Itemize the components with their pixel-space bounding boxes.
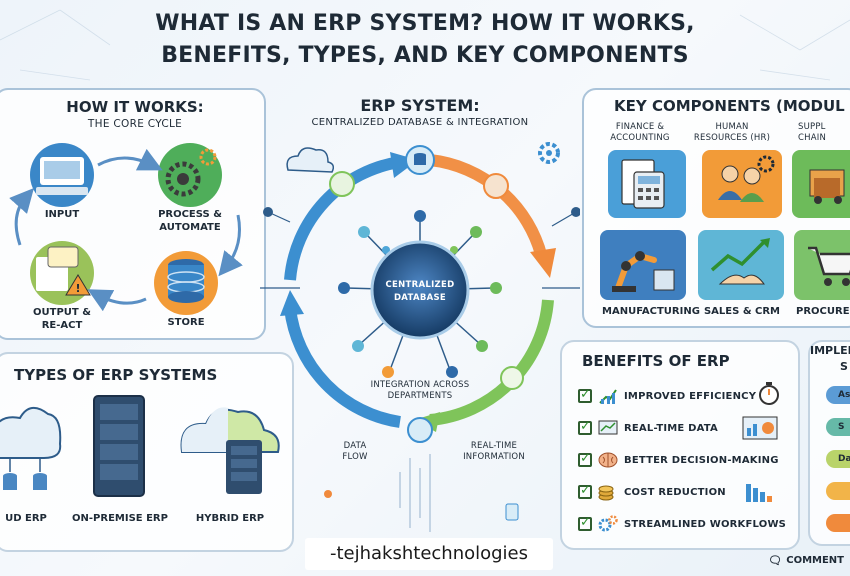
how-it-works-title: HOW IT WORKS:	[66, 98, 204, 116]
module-supply-chain-label: SUPPL CHAIN	[798, 122, 827, 143]
module-hr-label: HUMAN RESOURCES (HR)	[693, 122, 771, 143]
checkbox-icon	[578, 419, 592, 435]
calculator-icon	[621, 159, 665, 209]
database-node-icon	[406, 146, 434, 174]
type-cloud-label: UD ERP	[5, 513, 47, 524]
gears-icon	[166, 157, 214, 191]
panel-connectors	[260, 207, 580, 289]
benefit-row: COST REDUCTION	[578, 482, 726, 502]
how-it-works-subtitle: THE CORE CYCLE	[87, 118, 183, 130]
checkbox-icon	[578, 515, 592, 531]
benefit-row: IMPROVED EFFICIENCY	[578, 386, 756, 406]
cycle-step-store: STORE	[167, 317, 205, 328]
cart-icon	[808, 246, 850, 286]
module-procurement-label: PROCURE	[796, 306, 850, 317]
stopwatch-icon	[759, 382, 779, 405]
cycle-step-process: PROCESS & AUTOMATE	[158, 209, 222, 233]
benefit-label: IMPROVED EFFICIENCY	[624, 390, 757, 402]
server-rack-icon	[94, 396, 144, 496]
report-alert-icon	[36, 250, 92, 296]
page-title-line2: BENEFITS, TYPES, AND KEY COMPONENTS	[161, 43, 689, 68]
benefits-title: BENEFITS OF ERP	[582, 352, 730, 370]
people-gears-icon	[718, 155, 775, 202]
benefit-row: STREAMLINED WORKFLOWS	[578, 514, 786, 534]
erp-system-subtitle: CENTRALIZED DATABASE & INTEGRATION	[311, 117, 529, 128]
data-stream-decoration	[324, 454, 519, 532]
module-procurement-tile[interactable]	[794, 230, 850, 300]
benefit-row: REAL-TIME DATA	[578, 418, 718, 438]
checkbox-icon	[578, 483, 592, 499]
implementation-title-line2: S	[840, 360, 848, 373]
dashboard-icon	[742, 416, 778, 440]
types-title: TYPES OF ERP SYSTEMS	[14, 366, 218, 384]
truck-icon	[809, 169, 845, 204]
brain-icon	[598, 451, 618, 469]
benefit-label: COST REDUCTION	[624, 486, 726, 498]
module-finance-tile[interactable]	[608, 150, 686, 218]
handshake-icon	[710, 238, 770, 285]
gears-icon	[598, 515, 618, 533]
module-sales-crm-tile[interactable]	[698, 230, 784, 300]
benefit-label: REAL-TIME DATA	[624, 422, 718, 434]
cycle-step-output: OUTPUT & RE-ACT	[33, 307, 91, 331]
implementation-step-1: As	[826, 386, 850, 404]
benefit-label: BETTER DECISION-MAKING	[624, 454, 779, 466]
checkbox-icon	[578, 387, 592, 403]
implementation-step-4	[826, 482, 850, 500]
svg-text:!: !	[75, 282, 80, 295]
growth-chart-icon	[598, 387, 618, 405]
speech-bubble-icon: 🗨	[768, 554, 783, 567]
database-icon	[164, 262, 212, 302]
coins-icon	[598, 483, 618, 501]
module-sales-crm-label: SALES & CRM	[703, 306, 781, 317]
cloud-sync-icon	[286, 147, 335, 173]
implementation-step-2: S	[826, 418, 850, 436]
module-hr-tile[interactable]	[702, 150, 782, 218]
comment-label: COMMENT	[786, 555, 844, 566]
monitor-chart-icon	[598, 419, 618, 437]
core-cycle-diagram: !	[9, 143, 243, 315]
comment-button[interactable]: 🗨 COMMENT	[768, 554, 844, 567]
data-flow-label: DATA FLOW	[342, 441, 368, 462]
credit-watermark: -tejhakshtechnologies	[305, 538, 553, 570]
page-title-line1: WHAT IS AN ERP SYSTEM? HOW IT WORKS,	[155, 11, 695, 36]
erp-types-illustration	[0, 395, 280, 497]
module-manufacturing-label: MANUFACTURING	[602, 306, 700, 317]
integration-label: INTEGRATION ACROSS DEPARTMENTS	[370, 380, 470, 401]
cycle-step-input: INPUT	[44, 209, 80, 220]
checkbox-icon	[578, 451, 592, 467]
type-on-premise-label: ON-PREMISE ERP	[72, 513, 168, 524]
cloud-database-icon	[0, 402, 60, 492]
erp-system-title: ERP SYSTEM:	[360, 96, 480, 115]
type-hybrid-label: HYBRID ERP	[195, 513, 265, 524]
key-components-title: KEY COMPONENTS (MODUL	[614, 97, 845, 115]
module-manufacturing-tile[interactable]	[600, 230, 686, 300]
implementation-step-3: Dat	[826, 450, 850, 468]
hub-label: CENTRALIZED DATABASE	[385, 280, 455, 303]
benefit-label: STREAMLINED WORKFLOWS	[624, 518, 787, 530]
implementation-panel	[808, 340, 850, 546]
real-time-label: REAL-TIME INFORMATION	[463, 441, 525, 462]
erp-integration-diagram	[280, 145, 556, 443]
module-supply-chain-tile[interactable]	[792, 150, 850, 218]
declining-bars-icon	[746, 484, 772, 502]
keyboard-monitor-icon	[38, 157, 86, 191]
module-finance-label: FINANCE & ACCOUNTING	[610, 122, 670, 143]
implementation-step-5	[826, 514, 850, 532]
implementation-title-line1: IMPLEM	[810, 344, 850, 357]
benefits-panel	[560, 340, 800, 550]
benefit-row: BETTER DECISION-MAKING	[578, 450, 779, 470]
robot-arm-icon	[612, 251, 675, 292]
gear-icon	[538, 142, 560, 164]
